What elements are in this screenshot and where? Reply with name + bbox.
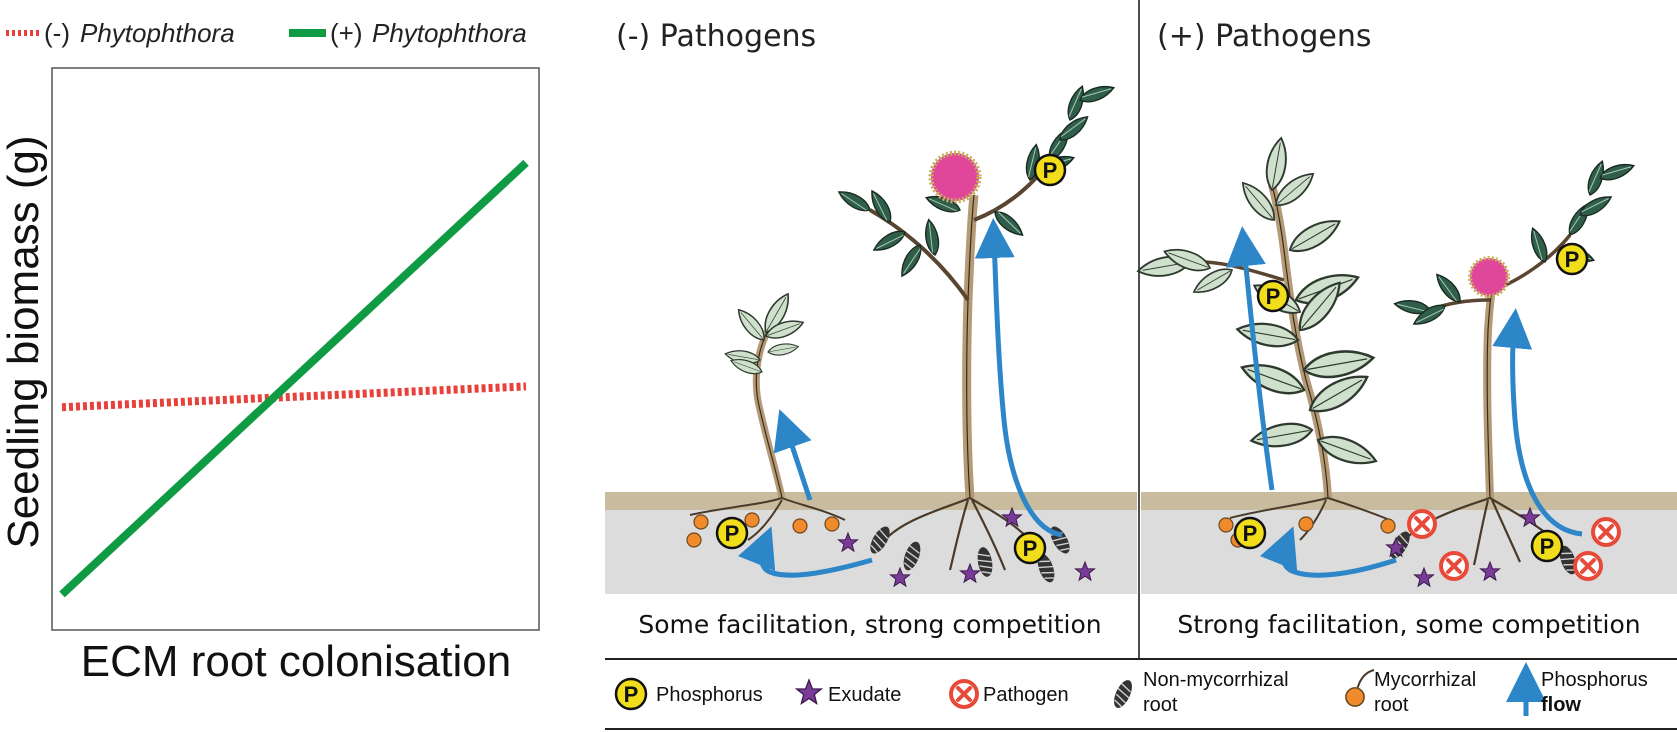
key-exudate-icon — [796, 679, 822, 705]
key-pathogen-label: Pathogen — [983, 684, 1069, 706]
phosphorus-letter: P — [1565, 247, 1580, 272]
key-pathogen-icon — [949, 679, 979, 709]
legend-pos-prefix: (+) — [330, 18, 363, 48]
small-seedling-left: P — [686, 289, 858, 552]
series-neg-phytophthora — [61, 382, 527, 412]
soil-surface-left — [605, 492, 1137, 510]
tall-plant-left: P P — [738, 81, 1117, 587]
legend-neg-prefix: (-) — [44, 18, 70, 48]
symbol-key: P Phosphorus Exudate Pathogen Non-mycorr… — [605, 658, 1677, 730]
phosphorus-letter: P — [1540, 534, 1555, 559]
phosphorus-letter: P — [1243, 521, 1258, 546]
y-axis-label: Seedling biomass (g) — [0, 135, 48, 548]
flowering-plant-right: P P — [1260, 158, 1637, 587]
key-non-mycorrhizal-icon — [1109, 676, 1137, 712]
phosphorus-letter: P — [1266, 284, 1281, 309]
panel-left-caption: Some facilitation, strong competition — [638, 610, 1101, 639]
key-myc-label-2: root — [1374, 694, 1409, 716]
soil-left — [605, 510, 1137, 594]
panel-right-caption: Strong facilitation, some competition — [1177, 610, 1640, 639]
key-non-myc-label-1: Non-mycorrhizal — [1143, 669, 1289, 691]
series-pos-phytophthora — [59, 159, 529, 598]
leafy-seedling-right: P P — [1135, 135, 1396, 550]
key-exudate-label: Exudate — [828, 684, 901, 706]
plot-area — [51, 67, 540, 631]
x-axis-label: ECM root colonisation — [81, 637, 511, 686]
phosphorus-letter: P — [1023, 536, 1038, 561]
phosphorus-letter: P — [1043, 158, 1058, 183]
soil-surface-right — [1141, 492, 1677, 510]
key-phosphorus-label: Phosphorus — [656, 684, 763, 706]
key-myc-label-1: Mycorrhizal — [1374, 669, 1476, 691]
key-flow-label-2: flow — [1541, 694, 1581, 716]
key-phosphorus-icon: P — [624, 682, 639, 707]
panel-right-title: (+) Pathogens — [1157, 19, 1371, 54]
key-non-myc-label-2: root — [1143, 694, 1178, 716]
legend-pos-name: Phytophthora — [372, 18, 527, 48]
legend: (-) Phytophthora (+) Phytophthora — [6, 18, 527, 48]
diagram-panels: (-) Pathogens (+) Pathogens P — [605, 0, 1677, 658]
line-chart: Seedling biomass (g) ECM root colonisati… — [0, 67, 540, 686]
key-mycorrhizal-icon — [1356, 669, 1375, 691]
panel-left-title: (-) Pathogens — [616, 19, 816, 54]
key-flow-label-1: Phosphorus — [1541, 669, 1648, 691]
legend-neg-name: Phytophthora — [80, 18, 235, 48]
phosphorus-letter: P — [725, 521, 740, 546]
